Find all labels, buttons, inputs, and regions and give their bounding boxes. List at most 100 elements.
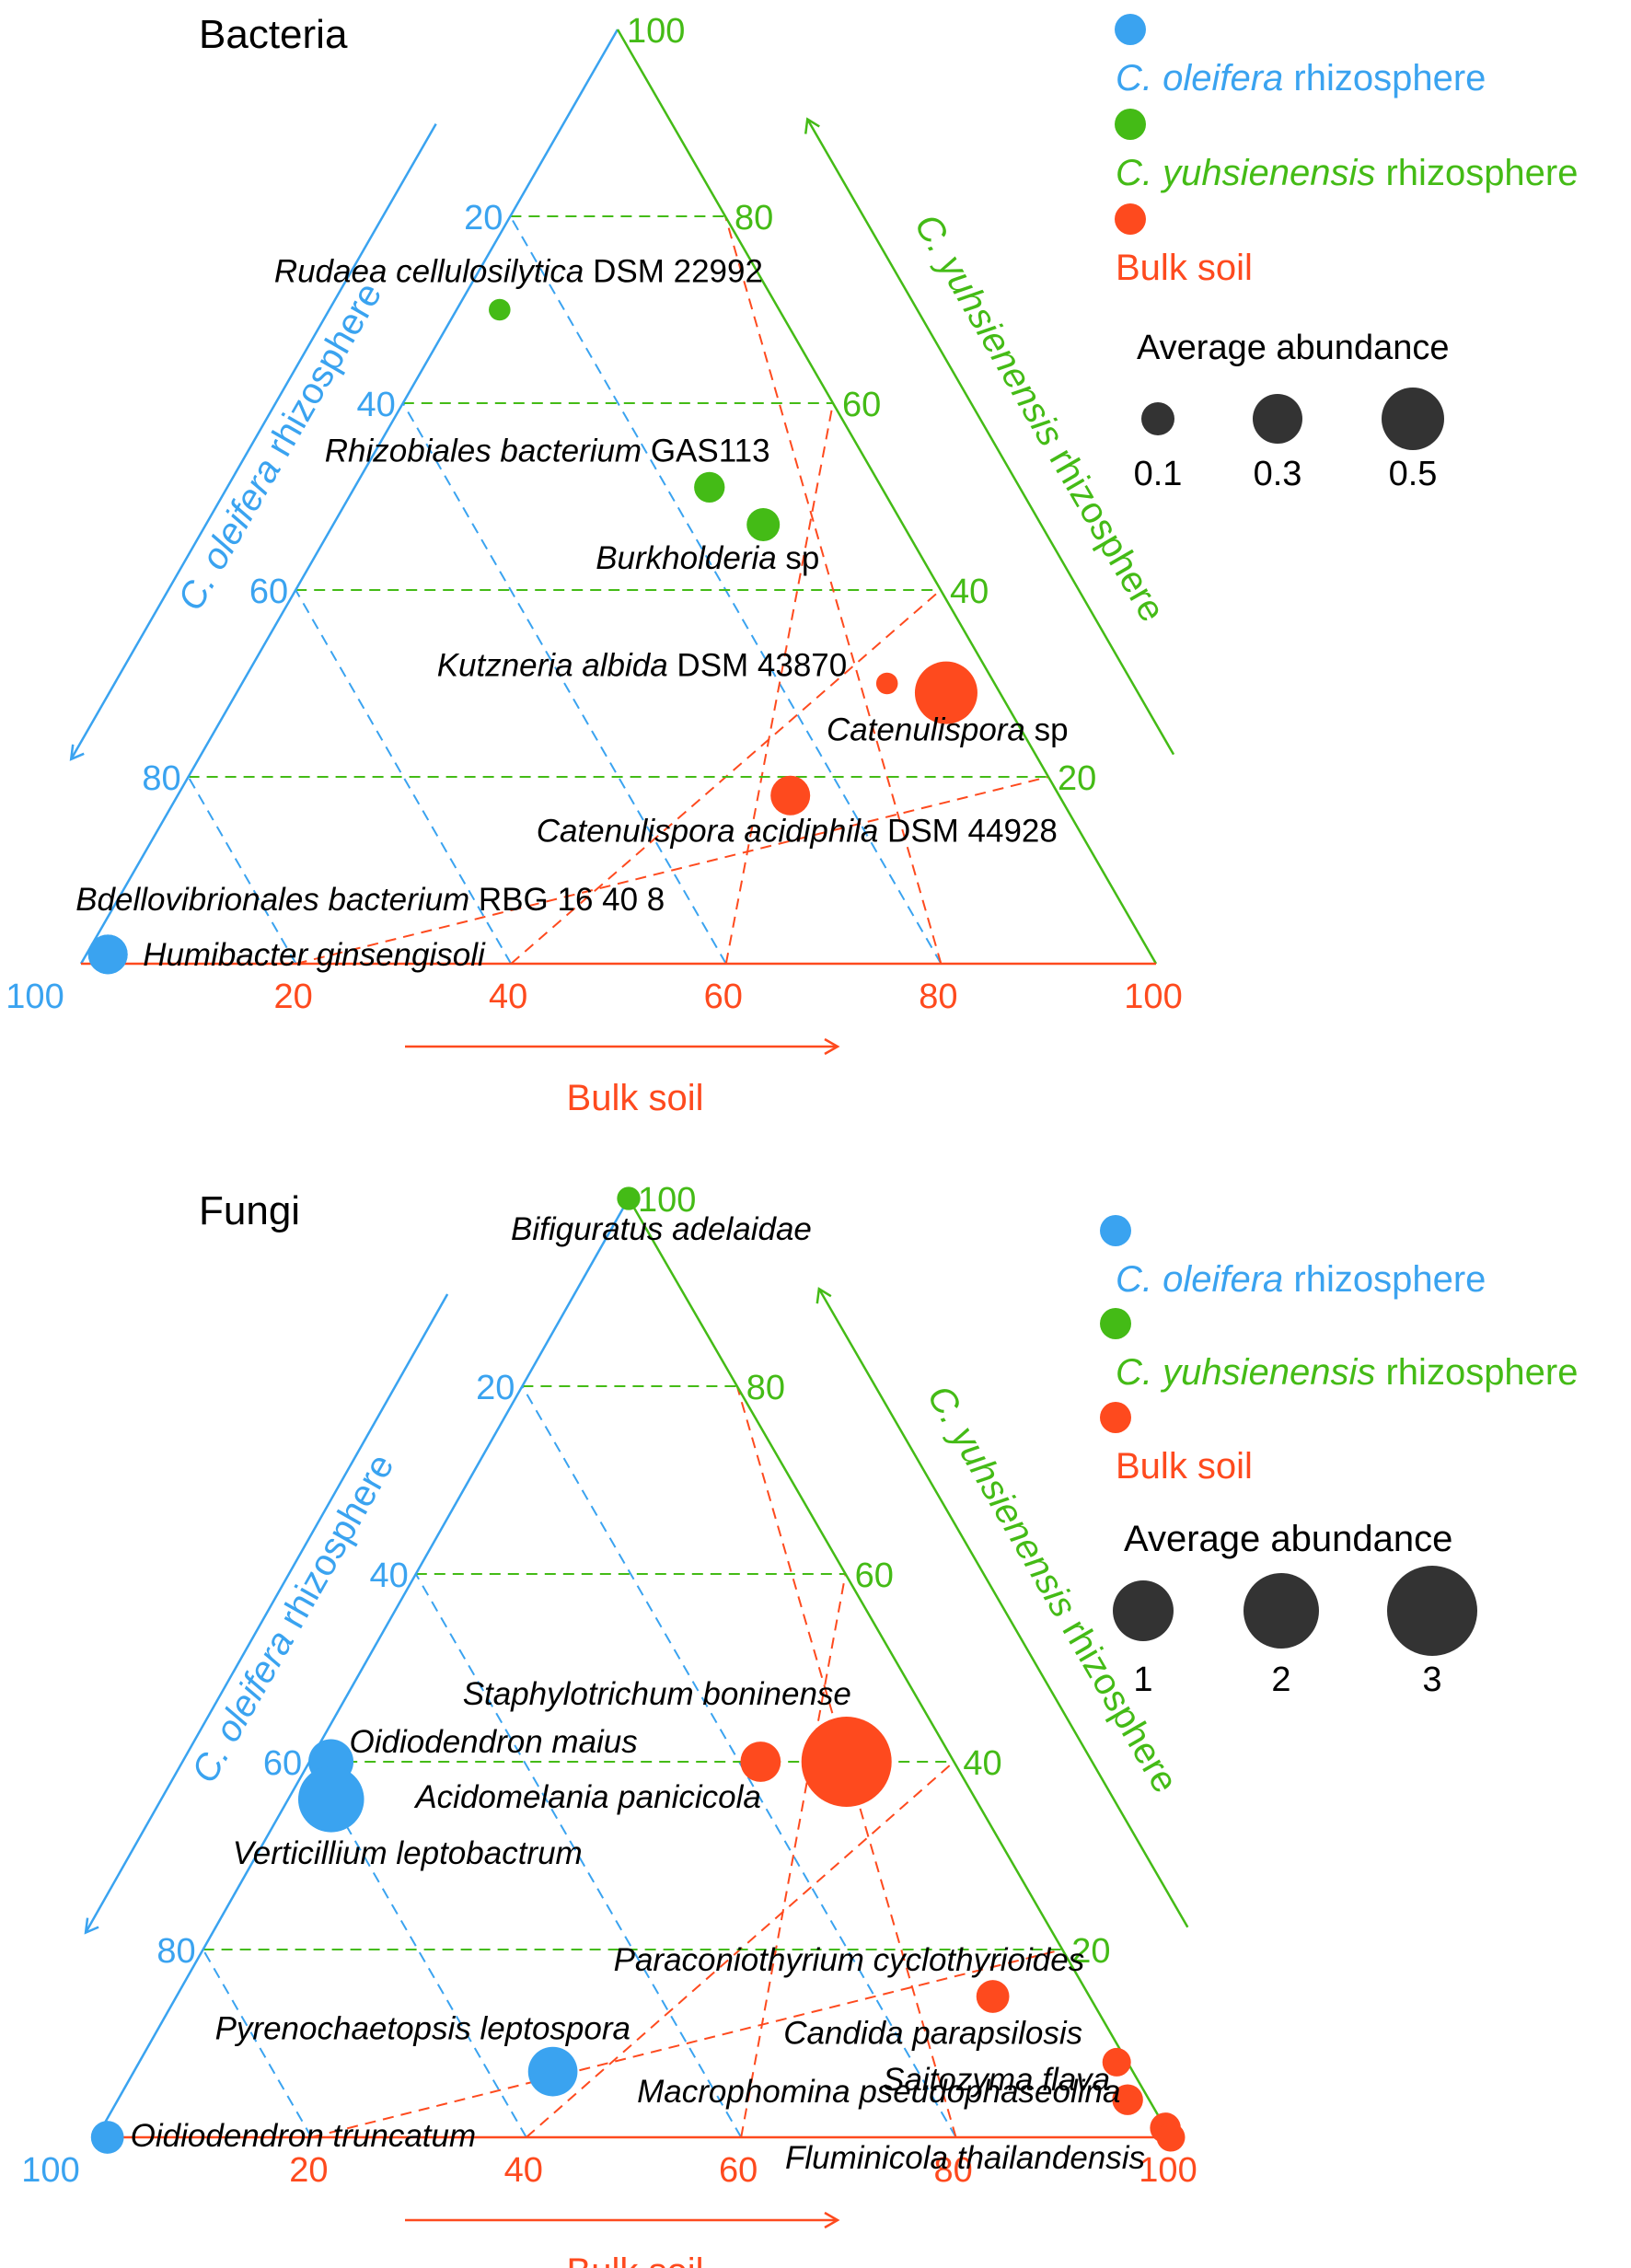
data-label: Staphylotrichum boninense: [463, 1676, 851, 1712]
data-label-rest: DSM 22992: [584, 254, 763, 290]
size-legend-marker: [1382, 388, 1444, 450]
size-legend-value: 3: [1422, 1660, 1441, 1699]
data-label-italic: Catenulispora acidiphila: [537, 813, 879, 849]
legend-marker-bulk: [1100, 1402, 1131, 1433]
data-point: [694, 471, 725, 503]
data-point: [90, 2121, 124, 2154]
tick-yuhsienensis: 100: [627, 12, 685, 51]
data-label-italic: Catenulispora: [827, 712, 1025, 748]
data-point: [527, 2046, 578, 2097]
data-label-italic: Rhizobiales bacterium: [325, 433, 642, 469]
data-point: [297, 1766, 364, 1833]
chart-title: Bacteria: [199, 12, 348, 57]
legend-label-italic: C. yuhsienensis: [1116, 1352, 1375, 1393]
legend-marker-oleifera: [1100, 1215, 1131, 1246]
data-label-rest: DSM 44928: [878, 813, 1058, 849]
legend-marker-oleifera: [1115, 14, 1146, 45]
tick-oleifera: 80: [156, 1932, 195, 1971]
tick-yuhsienensis: 80: [746, 1369, 785, 1407]
tick-yuhsienensis: 20: [1058, 759, 1096, 798]
size-legend-marker: [1387, 1566, 1477, 1656]
data-label-italic: Acidomelania panicicola: [413, 1779, 760, 1815]
tick-oleifera: 80: [142, 759, 180, 798]
data-label-rest: sp: [1025, 712, 1069, 748]
data-label: Acidomelania panicicola: [413, 1779, 760, 1815]
edge-oleifera: [95, 1198, 630, 2138]
tick-yuhsienensis: 100: [638, 1181, 696, 1220]
grid-line-oleifera: [414, 1573, 743, 2138]
data-label: Humibacter ginsengisoli: [143, 937, 486, 973]
data-point: [746, 507, 781, 541]
data-label: Rhizobiales bacterium GAS113: [325, 433, 770, 469]
axis-arrowhead-bulk: [824, 2211, 840, 2229]
axis-arrow-oleifera: [84, 1293, 449, 1934]
data-label-italic: Humibacter ginsengisoli: [143, 937, 486, 973]
tick-bulk: 60: [704, 978, 743, 1016]
data-label: Oidiodendron truncatum: [131, 2118, 477, 2154]
legend-label-italic: C. yuhsienensis: [1116, 153, 1375, 193]
data-label: Catenulispora sp: [827, 712, 1069, 748]
tick-bulk: 60: [719, 2151, 758, 2190]
chart-title: Fungi: [199, 1188, 300, 1233]
size-legend-value: 0.3: [1254, 455, 1302, 493]
axis-title-bulk: Bulk soil: [567, 2251, 704, 2268]
data-label: Verticillium leptobactrum: [233, 1835, 583, 1871]
grid-line-bulk: [740, 1573, 847, 2138]
legend-label-oleifera: C. oleifera rhizosphere: [1116, 58, 1486, 98]
data-label-italic: Rudaea cellulosilytica: [274, 254, 584, 290]
tick-oleifera: 60: [263, 1744, 302, 1783]
legend-label-oleifera: C. oleifera rhizosphere: [1116, 1259, 1486, 1300]
legend-label-bulk: Bulk soil: [1116, 1446, 1253, 1487]
data-point: [87, 934, 128, 975]
data-label-rest: sp: [777, 540, 820, 576]
tick-yuhsienensis: 40: [950, 573, 989, 611]
data-label-italic: Verticillium leptobactrum: [233, 1835, 583, 1871]
data-label: Candida parapsilosis: [783, 2015, 1082, 2051]
legend-label-rest: rhizosphere: [1283, 58, 1486, 98]
data-label: Kutzneria albida DSM 43870: [437, 648, 848, 684]
data-label: Fluminicola thailandensis: [785, 2140, 1145, 2176]
grid-line-oleifera: [295, 589, 513, 965]
size-legend-value: 1: [1133, 1660, 1152, 1699]
legend-label-rest: rhizosphere: [1375, 153, 1578, 193]
size-legend-value: 2: [1271, 1660, 1290, 1699]
data-label-italic: Burkholderia: [596, 540, 777, 576]
axis-title-italic: C. yuhsienensis: [907, 207, 1071, 453]
data-point: [801, 1717, 892, 1807]
size-legend-title: Average abundance: [1137, 329, 1449, 367]
data-label-rest: DSM 43870: [668, 648, 848, 684]
data-point: [1156, 2123, 1186, 2152]
size-legend-value: 0.5: [1389, 455, 1438, 493]
data-label-italic: Kutzneria albida: [437, 648, 668, 684]
data-label-rest: GAS113: [642, 433, 769, 469]
tick-bulk: 100: [1139, 2151, 1197, 2190]
tick-yuhsienensis: 40: [963, 1744, 1001, 1783]
grid: [202, 1385, 1063, 2138]
points: Rudaea cellulosilytica DSM 22992Rhizobia…: [75, 254, 1069, 975]
legend: C. oleifera rhizosphere C. yuhsienensis r…: [1115, 14, 1579, 288]
data-label: Rudaea cellulosilytica DSM 22992: [274, 254, 763, 290]
grid-line-bulk: [311, 1949, 1063, 2138]
edge-oleifera: [79, 29, 619, 965]
grid-line-bulk: [295, 776, 1049, 965]
data-point: [1102, 2047, 1131, 2077]
data-point: [976, 1980, 1010, 2013]
tick-oleifera: 20: [464, 199, 503, 237]
axis-title-rest: rhizosphere: [1049, 1603, 1186, 1799]
data-point: [489, 298, 511, 321]
axis-arrowhead-oleifera: [84, 1917, 99, 1935]
axis-title-bulk: Bulk soil: [567, 1078, 704, 1118]
tick-oleifera: 40: [357, 386, 396, 424]
edge-yuhsienensis: [616, 29, 1158, 965]
legend-label-rest: rhizosphere: [1283, 1259, 1486, 1300]
tick-yuhsienensis: 60: [842, 386, 881, 424]
data-label-italic: Saitozyma flava: [883, 2062, 1110, 2098]
data-label: Saitozyma flava: [883, 2062, 1110, 2098]
tick-bulk: 20: [289, 2151, 328, 2190]
axis-arrowhead-yuhsienensis: [816, 1287, 832, 1304]
legend-label-bulk: Bulk soil: [1116, 248, 1253, 288]
tick-yuhsienensis: 60: [855, 1556, 894, 1595]
